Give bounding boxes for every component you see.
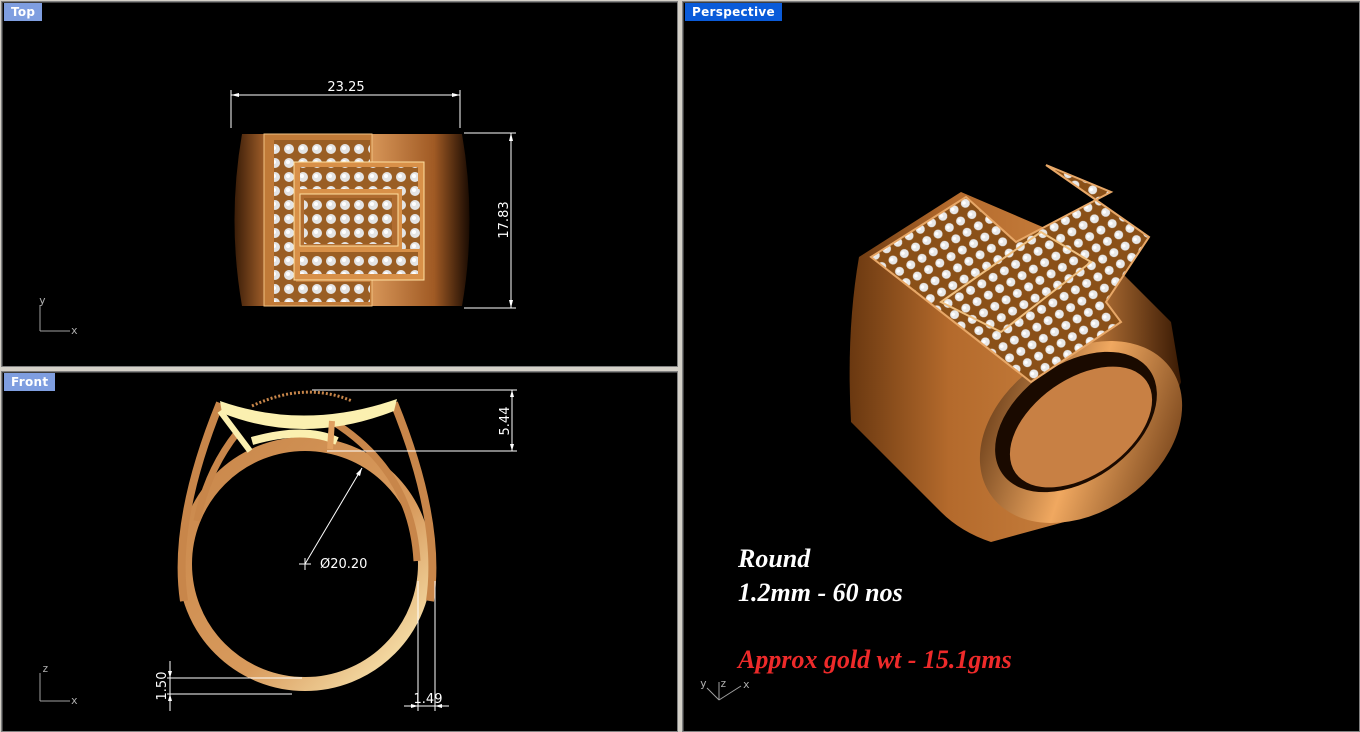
stone-shape-annotation: Round [738,544,811,573]
axis-x-label: x [71,324,78,337]
perspective-ring-render: y z x [700,164,1183,701]
viewport-title-perspective[interactable]: Perspective [685,3,782,21]
top-view-drawing: 23.25 17.83 y x [39,80,516,337]
viewport-title-front[interactable]: Front [4,373,56,391]
top-viewport[interactable]: 23.25 17.83 y x Top [1,1,678,367]
perspective-viewport[interactable]: y z x Perspective Round 1.2mm - 60 nos A… [682,1,1360,732]
axis-z-label: z [42,662,49,675]
axis-x-label: x [743,678,750,691]
bottom-thickness-dimension: 1.50 [155,672,170,701]
axis-y-label: y [700,677,707,690]
side-width-dimension: 1.49 [414,692,443,707]
viewport-title-top[interactable]: Top [4,3,43,21]
gold-weight-annotation: Approx gold wt - 15.1gms [738,645,1012,674]
diameter-dimension: Ø20.20 [320,557,367,572]
width-dimension: 23.25 [327,80,364,95]
front-viewport[interactable]: 5.44 Ø20.20 1.50 1.49 z x Front [1,371,678,732]
height-dimension: 17.83 [497,201,512,238]
head-height-dimension: 5.44 [498,407,513,436]
axis-z-label: z [720,677,727,690]
axis-y-label: y [39,294,46,307]
front-view-drawing: 5.44 Ø20.20 1.50 1.49 z x [39,389,517,711]
axis-x-label: x [71,694,78,707]
stone-spec-annotation: 1.2mm - 60 nos [738,578,903,607]
